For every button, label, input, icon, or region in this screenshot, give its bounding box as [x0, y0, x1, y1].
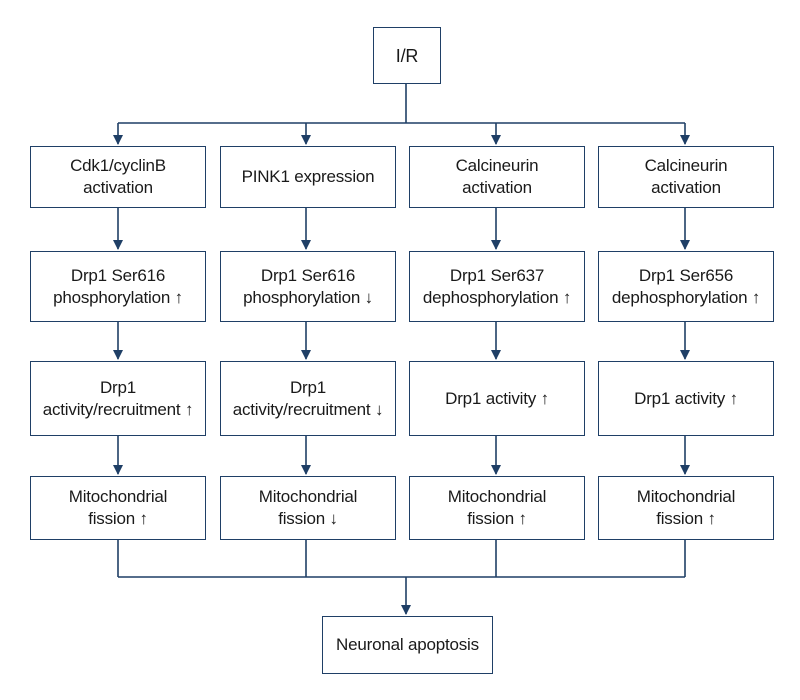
trigger-label-4: Calcineurin activation — [644, 156, 728, 197]
activity-label-4: Drp1 activity ↑ — [634, 388, 738, 408]
activity-node-2: Drp1 activity/recruitment ↓ — [220, 361, 396, 436]
fission-label-2: Mitochondrial fission ↓ — [258, 487, 358, 528]
phospho-label-4: Drp1 Ser656 dephosphorylation ↑ — [611, 265, 761, 307]
trigger-label-1: Cdk1/cyclinB activation — [70, 156, 166, 197]
activity-node-1: Drp1 activity/recruitment ↑ — [30, 361, 206, 436]
outcome-label: Neuronal apoptosis — [336, 635, 479, 654]
activity-label-3: Drp1 activity ↑ — [445, 388, 549, 408]
fission-label-3: Mitochondrial fission ↑ — [447, 487, 547, 528]
trigger-node-4: Calcineurin activation — [598, 146, 774, 208]
activity-label-1: Drp1 activity/recruitment ↑ — [42, 377, 194, 419]
trigger-label-2: PINK1 expression — [241, 167, 375, 186]
outcome-node-neuronal-apoptosis: Neuronal apoptosis — [322, 616, 493, 674]
trigger-node-2: PINK1 expression — [220, 146, 396, 208]
phospho-node-1: Drp1 Ser616 phosphorylation ↑ — [30, 251, 206, 322]
trigger-node-3: Calcineurin activation — [409, 146, 585, 208]
activity-node-4: Drp1 activity ↑ — [598, 361, 774, 436]
phospho-label-3: Drp1 Ser637 dephosphorylation ↑ — [422, 265, 572, 307]
phospho-label-1: Drp1 Ser616 phosphorylation ↑ — [53, 265, 183, 307]
fission-node-1: Mitochondrial fission ↑ — [30, 476, 206, 540]
fission-node-2: Mitochondrial fission ↓ — [220, 476, 396, 540]
phospho-label-2: Drp1 Ser616 phosphorylation ↓ — [243, 265, 373, 307]
phospho-node-2: Drp1 Ser616 phosphorylation ↓ — [220, 251, 396, 322]
fission-label-1: Mitochondrial fission ↑ — [68, 487, 168, 528]
trigger-label-3: Calcineurin activation — [455, 156, 539, 197]
fission-label-4: Mitochondrial fission ↑ — [636, 487, 736, 528]
activity-label-2: Drp1 activity/recruitment ↓ — [232, 377, 384, 419]
root-label: I/R — [395, 45, 419, 66]
root-node-ir: I/R — [373, 27, 441, 84]
trigger-node-1: Cdk1/cyclinB activation — [30, 146, 206, 208]
phospho-node-3: Drp1 Ser637 dephosphorylation ↑ — [409, 251, 585, 322]
fission-node-3: Mitochondrial fission ↑ — [409, 476, 585, 540]
phospho-node-4: Drp1 Ser656 dephosphorylation ↑ — [598, 251, 774, 322]
activity-node-3: Drp1 activity ↑ — [409, 361, 585, 436]
fission-node-4: Mitochondrial fission ↑ — [598, 476, 774, 540]
